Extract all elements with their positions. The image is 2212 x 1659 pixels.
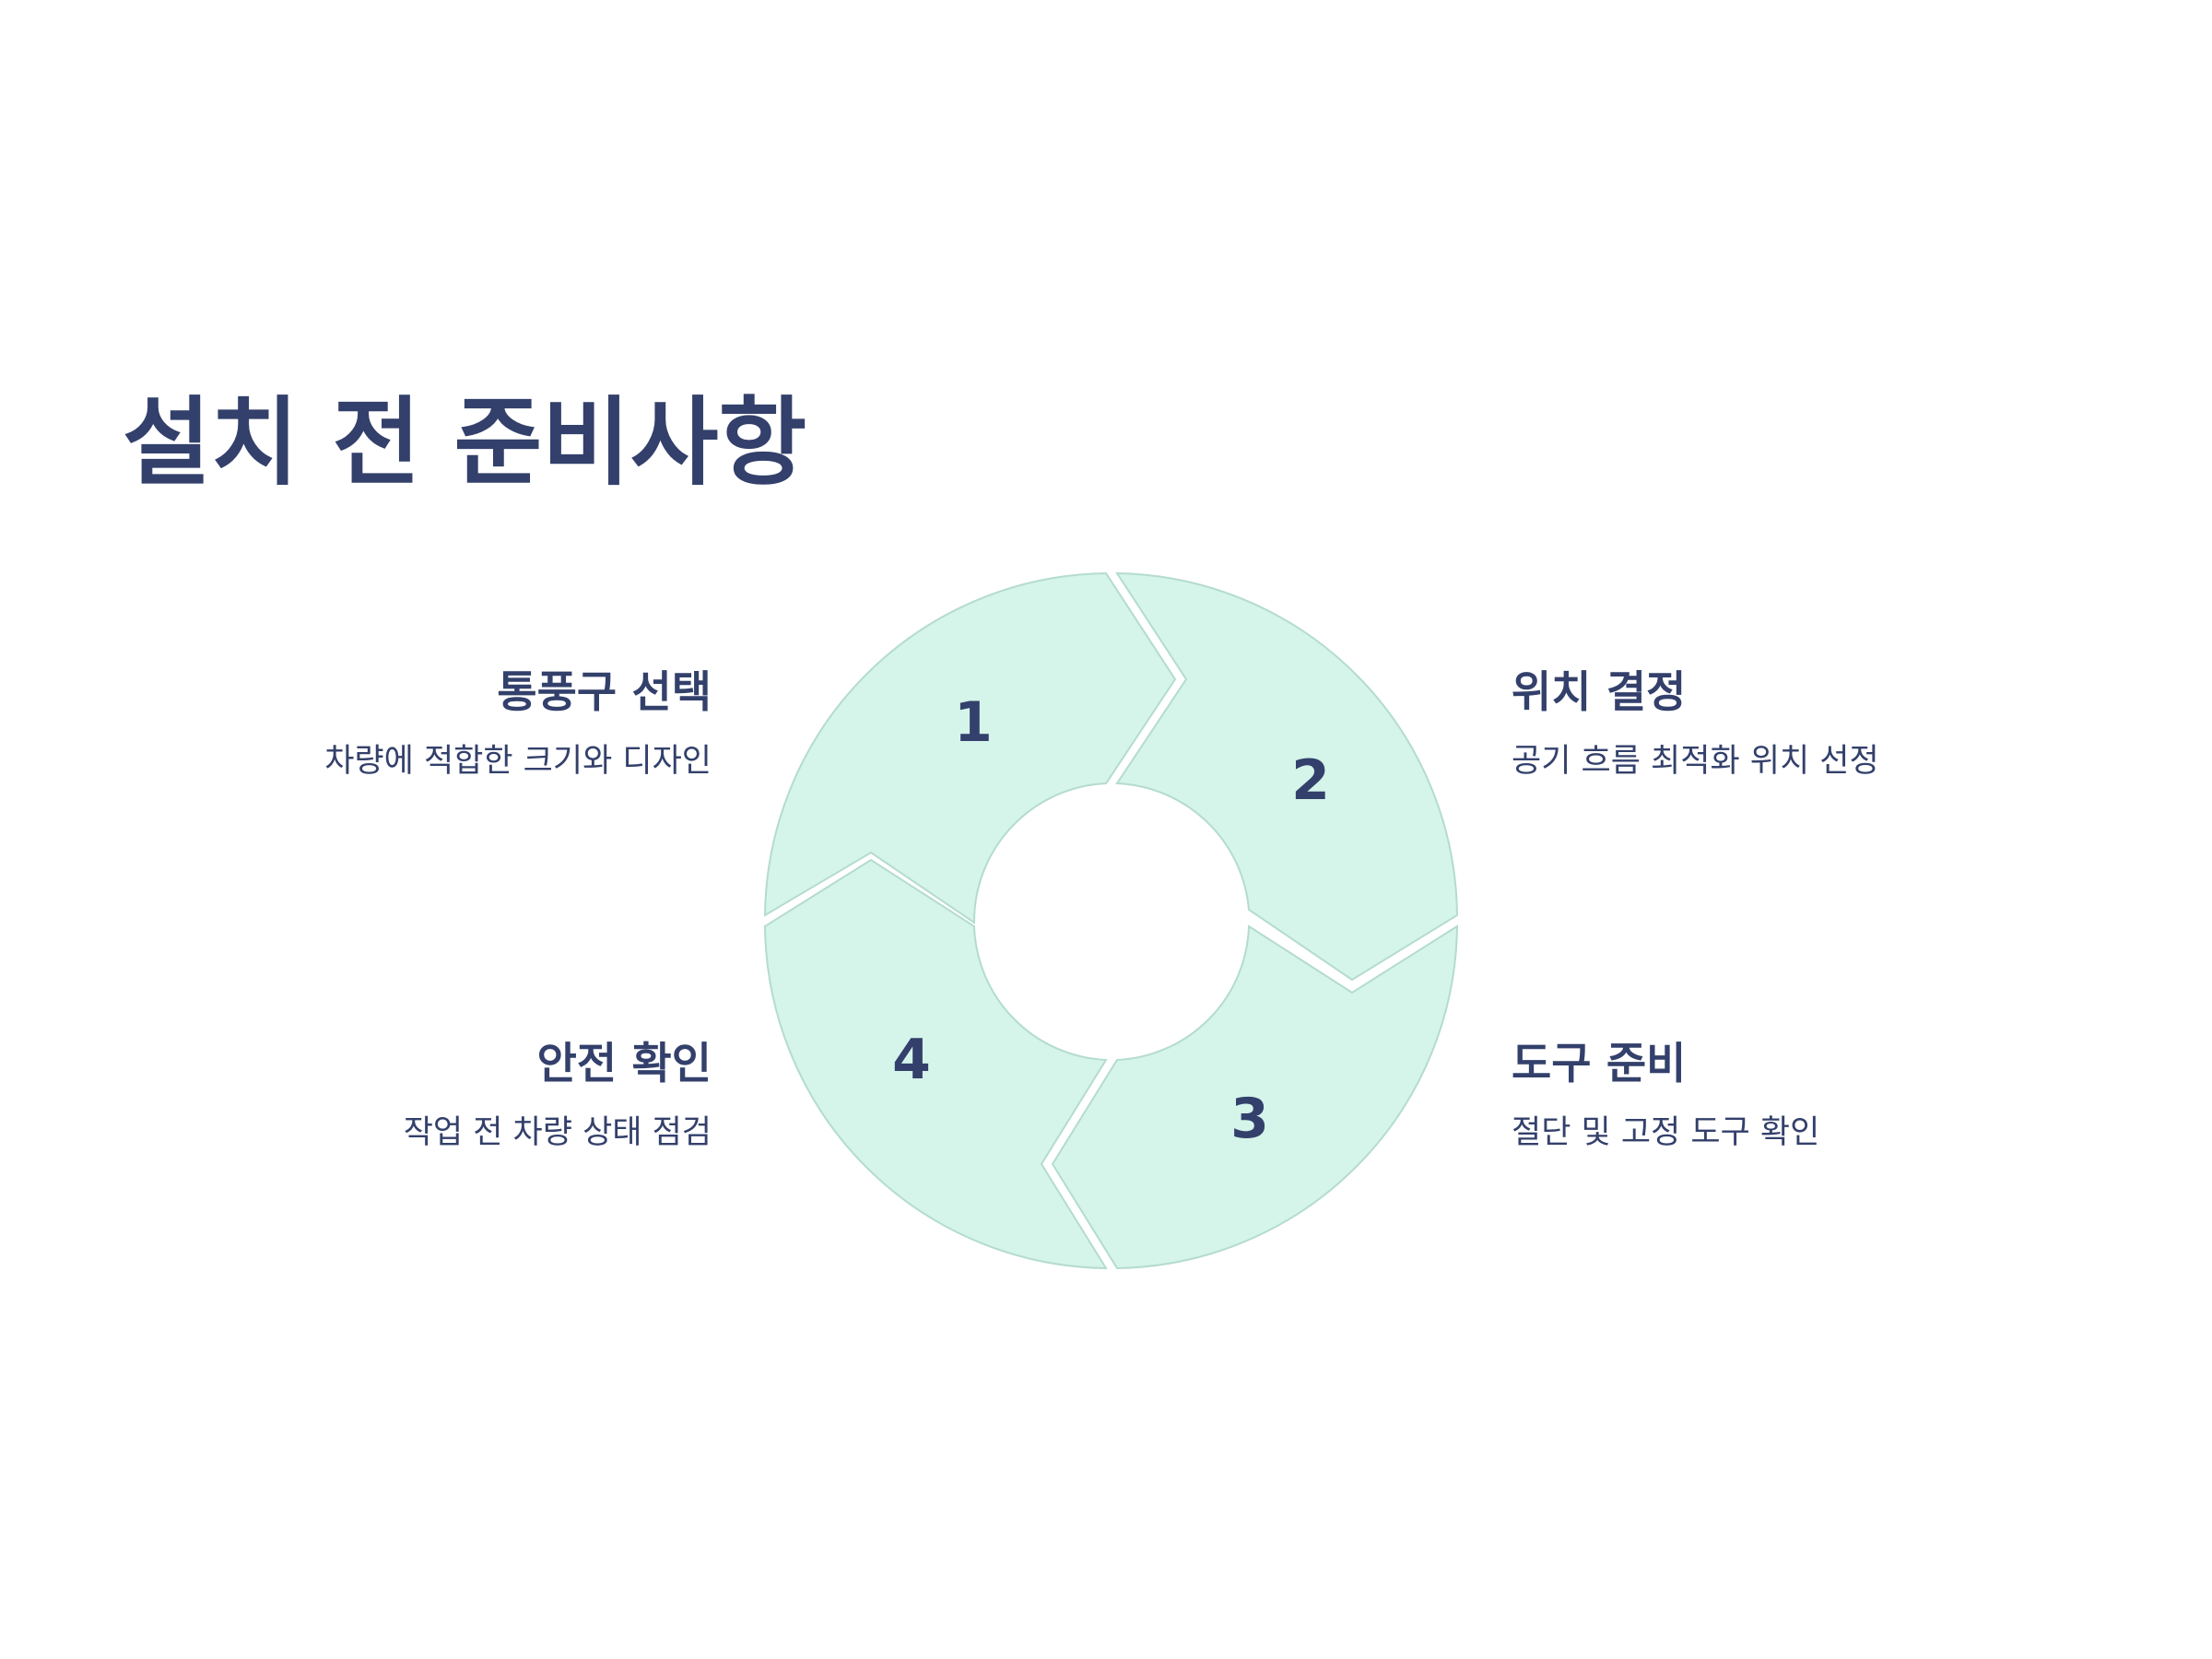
- step-title-1: 통풍구 선택: [497, 667, 712, 718]
- cycle-segment-2: [1115, 571, 1459, 982]
- step-number-3: 3: [1230, 1087, 1269, 1151]
- page-title: 설치 전 준비사항: [123, 386, 807, 499]
- step-title-2: 위치 결정: [1512, 667, 1687, 718]
- step-number-2: 2: [1291, 748, 1330, 813]
- step-title-4: 안전 확인: [536, 1039, 712, 1089]
- step-label-4: 안전 확인 작업 전 차량 상태 점검: [122, 1039, 712, 1155]
- step-description-4: 작업 전 차량 상태 점검: [403, 1114, 712, 1152]
- step-description-3: 절단 및 고정 도구 확인: [1512, 1114, 1820, 1152]
- cycle-segment-4: [763, 858, 1108, 1270]
- step-label-3: 도구 준비 절단 및 고정 도구 확인: [1512, 1039, 2101, 1155]
- cycle-segment-3: [1051, 924, 1459, 1270]
- cycle-segment-1: [763, 571, 1177, 924]
- step-number-4: 4: [892, 1028, 931, 1092]
- step-label-1: 통풍구 선택 차량에 적합한 크기와 디자인: [122, 667, 712, 783]
- step-label-2: 위치 결정 공기 흐름 최적화 위치 선정: [1512, 667, 2101, 783]
- step-description-1: 차량에 적합한 크기와 디자인: [324, 743, 712, 781]
- step-description-2: 공기 흐름 최적화 위치 선정: [1512, 743, 1879, 781]
- step-number-1: 1: [954, 690, 993, 755]
- step-title-3: 도구 준비: [1512, 1039, 1687, 1089]
